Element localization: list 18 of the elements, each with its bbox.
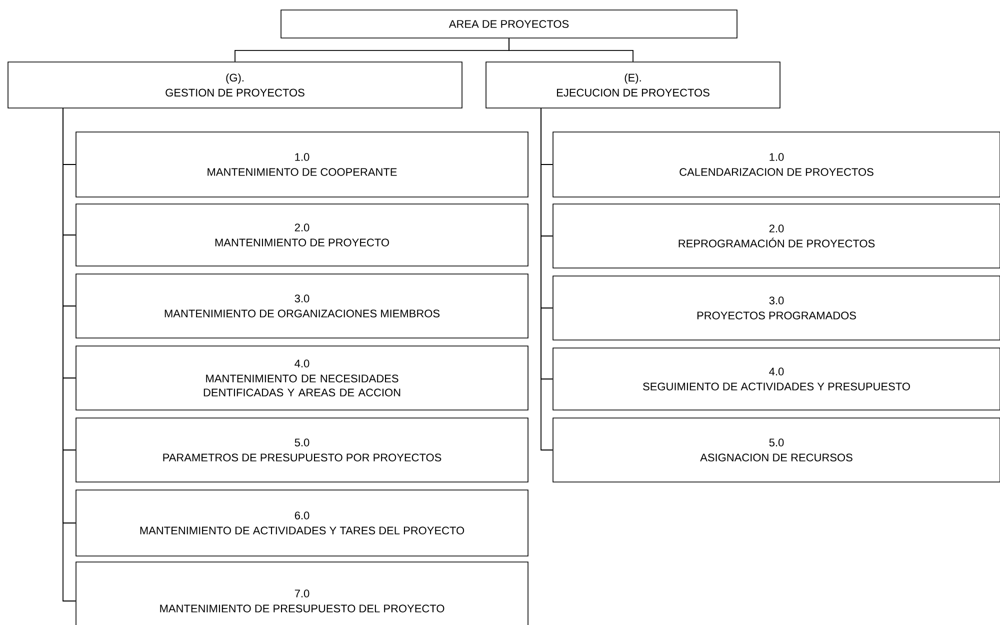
process-box: 7.0 MANTENIMIENTO DE PRESUPUESTO DEL PROYECTO [76, 562, 528, 625]
process-box: 4.0 MANTENIMIENTO DE NECESIDADES DENTIFICADAS Y AREAS DE ACCION [76, 346, 528, 410]
process-box: 2.0 REPROGRAMACIÓN DE PROYECTOS [552, 204, 1000, 268]
process-box: (G). GESTION DE PROYECTOS [8, 62, 462, 108]
process-box: 5.0 PARAMETROS DE PRESUPUESTO POR PROYECTOS [76, 418, 528, 482]
process-box: 3.0 PROYECTOS PROGRAMADOS [552, 276, 1000, 340]
process-box: 1.0 MANTENIMIENTO DE COOPERANTE [76, 132, 528, 198]
process-box: 1.0 CALENDARIZACION DE PROYECTOS [552, 132, 1000, 198]
process-box: AREA DE PROYECTOS [280, 10, 738, 38]
process-box: 5.0 ASIGNACION DE RECURSOS [552, 418, 1000, 482]
connector-line [508, 38, 634, 62]
connector-line [540, 108, 554, 450]
process-box: 6.0 MANTENIMIENTO DE ACTIVIDADES Y TARES DEL PROYECTO [76, 490, 528, 556]
connector-line [62, 108, 76, 602]
process-box: 3.0 MANTENIMIENTO DE ORGANIZACIONES MIEMBROS [76, 274, 528, 338]
process-box: 4.0 SEGUIMIENTO DE ACTIVIDADES Y PRESUPUESTO [552, 348, 1000, 410]
process-box: 2.0 MANTENIMIENTO DE PROYECTO [76, 204, 528, 266]
process-box: (E). EJECUCION DE PROYECTOS [486, 62, 780, 108]
